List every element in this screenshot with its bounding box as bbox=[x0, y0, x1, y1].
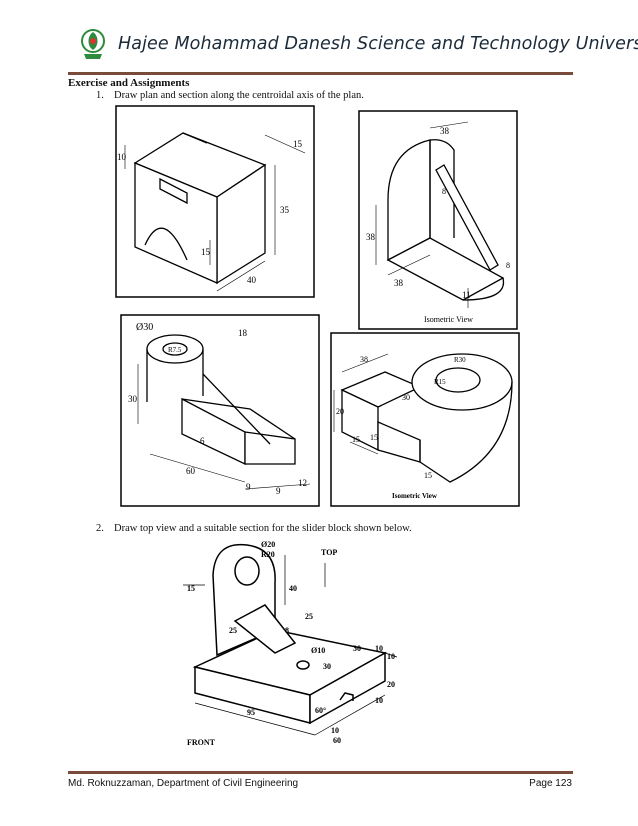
university-logo bbox=[80, 28, 106, 62]
figure-5-dim: 30 bbox=[353, 644, 361, 653]
question-1-text: Draw plan and section along the centroid… bbox=[114, 90, 364, 101]
figure-3-dim: 9 bbox=[246, 482, 251, 492]
question-1-number: 1. bbox=[96, 90, 104, 101]
figure-2-dim: 38 bbox=[394, 278, 404, 288]
figure-2-dim: 38 bbox=[440, 126, 450, 136]
figure-5-dim: 95 bbox=[247, 708, 255, 717]
figure-4-dim: 15 bbox=[424, 471, 432, 480]
figure-5-slider-block: Ø20 R20 TOP 15 40 25 25 8 Ø10 30 10 10 3… bbox=[175, 535, 400, 765]
question-2-number: 2. bbox=[96, 523, 104, 534]
figure-5-dim: 8 bbox=[285, 626, 289, 635]
figure-2-dim: 8 bbox=[442, 187, 446, 196]
header-rule bbox=[68, 72, 573, 75]
figure-5-dim: 40 bbox=[289, 584, 297, 593]
figure-5-dim: TOP bbox=[321, 548, 337, 557]
figure-2-quarter-rib-block: 38 8 8 38 38 11 Isometric View bbox=[358, 110, 518, 330]
figure-5-dim: 30 bbox=[323, 662, 331, 671]
figure-1-dim: 35 bbox=[280, 205, 290, 215]
figure-3-dim: R7.5 bbox=[168, 346, 182, 354]
figure-4-dim: 20 bbox=[336, 407, 344, 416]
figure-3-dim: 18 bbox=[238, 328, 248, 338]
figure-2-dim: 8 bbox=[506, 261, 510, 270]
figure-1-dim: 10 bbox=[117, 152, 127, 162]
question-2-text: Draw top view and a suitable section for… bbox=[114, 523, 412, 534]
figure-5-dim: 10 bbox=[375, 696, 383, 705]
figure-4-dim: 30 bbox=[402, 393, 410, 402]
figure-5-dim: 10 bbox=[387, 652, 395, 661]
footer-author: Md. Roknuzzaman, Department of Civil Eng… bbox=[68, 778, 299, 789]
figure-3-boss-block: Ø30 R7.5 18 30 6 60 9 9 12 bbox=[120, 314, 320, 507]
figure-4-dim: R15 bbox=[434, 378, 446, 386]
figure-1-slotted-block: 10 15 35 15 40 bbox=[115, 105, 315, 298]
figure-5-dim: 25 bbox=[305, 612, 313, 621]
figure-3-dim: 30 bbox=[128, 394, 138, 404]
footer-rule bbox=[68, 771, 573, 774]
figure-5-dim: 25 bbox=[229, 626, 237, 635]
figure-5-dim: R20 bbox=[261, 550, 275, 559]
figure-4-dim: 38 bbox=[360, 355, 368, 364]
section-heading: Exercise and Assignments bbox=[68, 77, 190, 89]
figure-3-dim: 9 bbox=[276, 486, 281, 496]
figure-1-dim: 40 bbox=[247, 275, 257, 285]
figure-2-dim: 11 bbox=[462, 290, 471, 300]
figure-1-dim: 15 bbox=[201, 247, 211, 257]
figure-5-dim: Ø10 bbox=[311, 646, 325, 655]
figure-4-dim: 15 bbox=[352, 435, 360, 444]
figure-5-dim: 10 bbox=[331, 726, 339, 735]
question-2: 2. Draw top view and a suitable section f… bbox=[96, 523, 412, 534]
university-title: Hajee Mohammad Danesh Science and Techno… bbox=[118, 34, 638, 54]
figure-4-caption: Isometric View bbox=[392, 492, 438, 500]
figure-5-dim: FRONT bbox=[187, 738, 216, 747]
figure-1-dim: 15 bbox=[293, 139, 303, 149]
question-1: 1. Draw plan and section along the centro… bbox=[96, 90, 364, 101]
figure-5-dim: 20 bbox=[387, 680, 395, 689]
figure-3-dim: 12 bbox=[298, 478, 307, 488]
figure-3-dim: Ø30 bbox=[136, 322, 153, 333]
figure-4-ring-block: 38 R30 R15 20 30 15 15 15 Isometric View bbox=[330, 332, 520, 507]
figure-5-dim: 15 bbox=[187, 584, 195, 593]
figure-5-dim: 60° bbox=[315, 706, 326, 715]
figure-5-dim: 60 bbox=[333, 736, 341, 745]
figure-4-dim: R30 bbox=[454, 356, 466, 364]
figure-2-dim: 38 bbox=[366, 232, 376, 242]
figure-3-dim: 60 bbox=[186, 466, 196, 476]
figure-5-dim: 10 bbox=[375, 644, 383, 653]
figure-2-caption: Isometric View bbox=[424, 315, 473, 324]
figure-5-dim: Ø20 bbox=[261, 540, 275, 549]
footer-page-number: Page 123 bbox=[529, 778, 572, 789]
figure-3-dim: 6 bbox=[200, 436, 205, 446]
figure-4-dim: 15 bbox=[370, 433, 378, 442]
